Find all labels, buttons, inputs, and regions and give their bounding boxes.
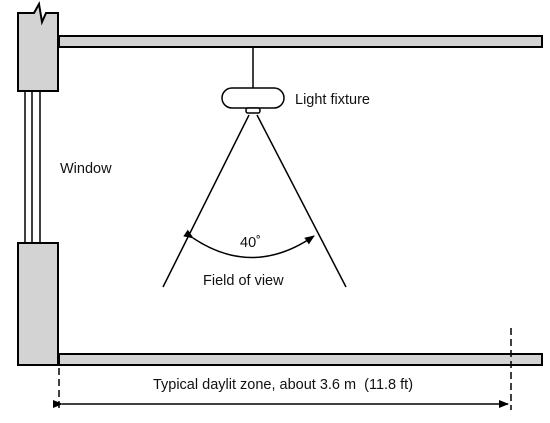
window-glazing (24, 91, 41, 243)
angle-label: 40˚ (240, 235, 261, 251)
upper-wall (17, 1, 59, 92)
fov-right-line (256, 114, 347, 288)
light-fixture-label: Light fixture (295, 92, 370, 108)
light-fixture (221, 87, 285, 109)
window-label: Window (60, 161, 112, 177)
daylit-zone-label: Typical daylit zone, about 3.6 m (11.8 f… (153, 377, 413, 393)
floor-slab (58, 353, 543, 366)
sensor-head (245, 107, 261, 114)
lower-wall (17, 242, 59, 366)
fov-angle-arc (183, 229, 315, 259)
field-of-view-label: Field of view (203, 273, 284, 289)
fov-left-line (162, 114, 250, 288)
ceiling-slab (58, 35, 543, 48)
